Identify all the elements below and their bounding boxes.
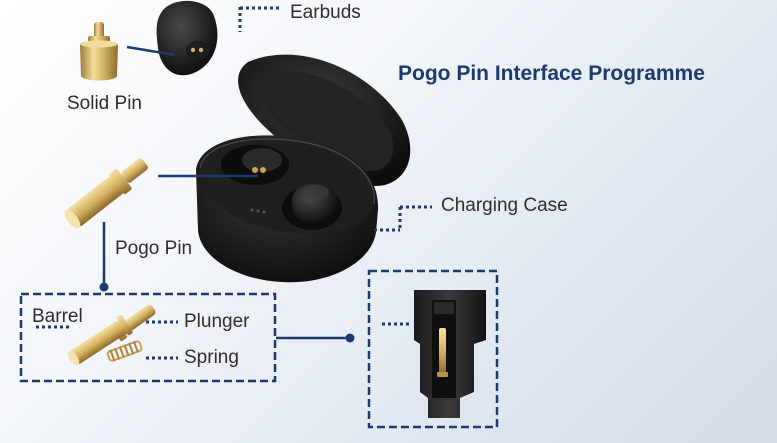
earbud-image [156, 0, 218, 76]
pogo-pin-image [64, 158, 148, 229]
diagram-title: Pogo Pin Interface Programme [398, 62, 705, 85]
label-solid-pin: Solid Pin [67, 93, 142, 114]
connector-housing-box [367, 269, 499, 429]
solid-pin-connector-line [126, 45, 176, 57]
pogo-pin-parts-image [68, 304, 156, 366]
pogo-pin-to-parts-line [99, 222, 109, 292]
charging-case-leader [374, 205, 432, 232]
label-charging-case: Charging Case [441, 195, 568, 216]
label-barrel: Barrel [32, 306, 83, 327]
label-plunger: Plunger [184, 311, 250, 332]
label-earbuds: Earbuds [290, 2, 361, 23]
parts-to-housing-line [276, 333, 355, 343]
label-pogo-pin: Pogo Pin [115, 238, 193, 259]
solid-pin-image [80, 22, 118, 81]
charging-case-image [196, 54, 411, 283]
earbuds-leader [238, 6, 280, 32]
label-spring: Spring [184, 347, 239, 368]
connector-housing-image [414, 290, 486, 418]
pogo-pin-parts-box [19, 292, 277, 383]
